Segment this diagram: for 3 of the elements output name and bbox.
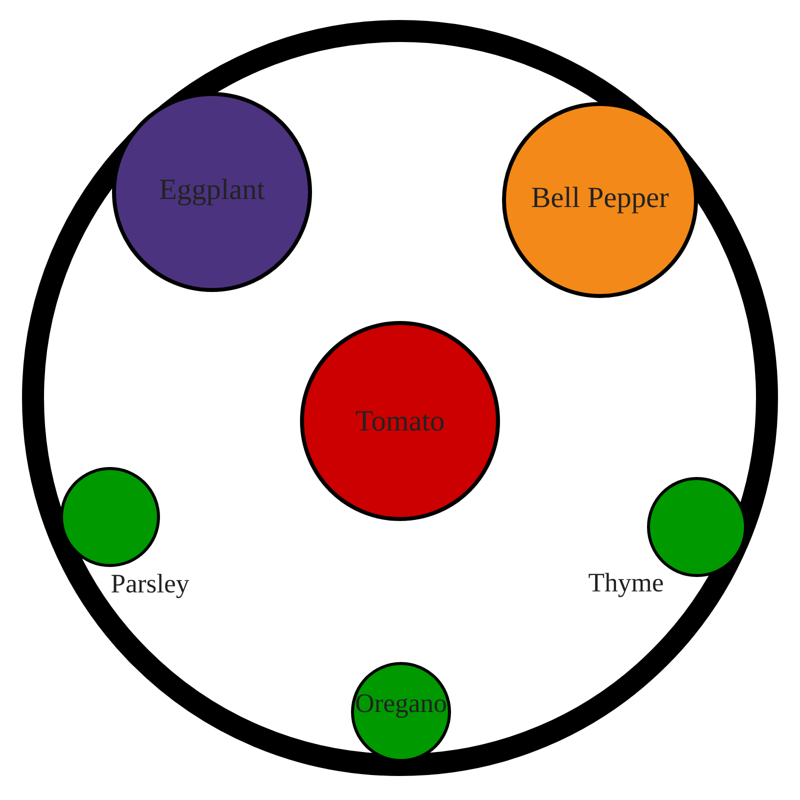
- plant-label: Oregano: [356, 694, 446, 718]
- plant-label: Thyme: [588, 572, 663, 598]
- plant-label: Parsley: [112, 574, 190, 598]
